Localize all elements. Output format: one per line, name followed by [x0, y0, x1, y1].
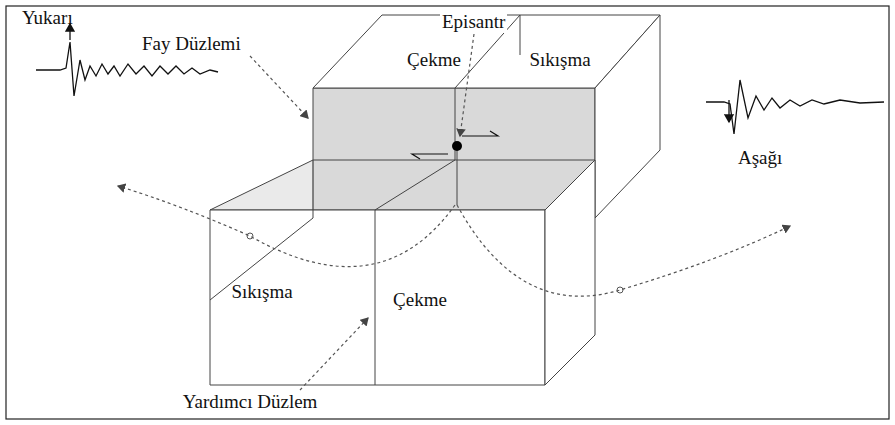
- quadrant-label: Çekme: [393, 290, 447, 311]
- plane-label: Yardımcı Düzlem: [181, 392, 320, 413]
- fault-blocks: [210, 15, 660, 385]
- epicenter-label: Episantr: [440, 12, 507, 33]
- quadrant-label: Sıkışma: [529, 50, 590, 71]
- epicenter-dot: [452, 141, 462, 151]
- direction-label: Aşağı: [738, 148, 782, 169]
- plane-label: Fay Düzlemi: [140, 34, 243, 55]
- frame: [6, 6, 889, 419]
- depth-line: [457, 146, 458, 205]
- quadrant-label: Sıkışma: [231, 282, 292, 303]
- slip-arrows: [412, 131, 498, 159]
- ray-dot: [617, 287, 623, 293]
- first-motion-arrow: [728, 100, 729, 122]
- ray-dot: [247, 233, 253, 239]
- quadrant-label: Çekme: [407, 50, 461, 71]
- direction-label: Yukarı: [22, 8, 73, 29]
- seismogram-down: [706, 80, 884, 134]
- leaders: [118, 34, 790, 390]
